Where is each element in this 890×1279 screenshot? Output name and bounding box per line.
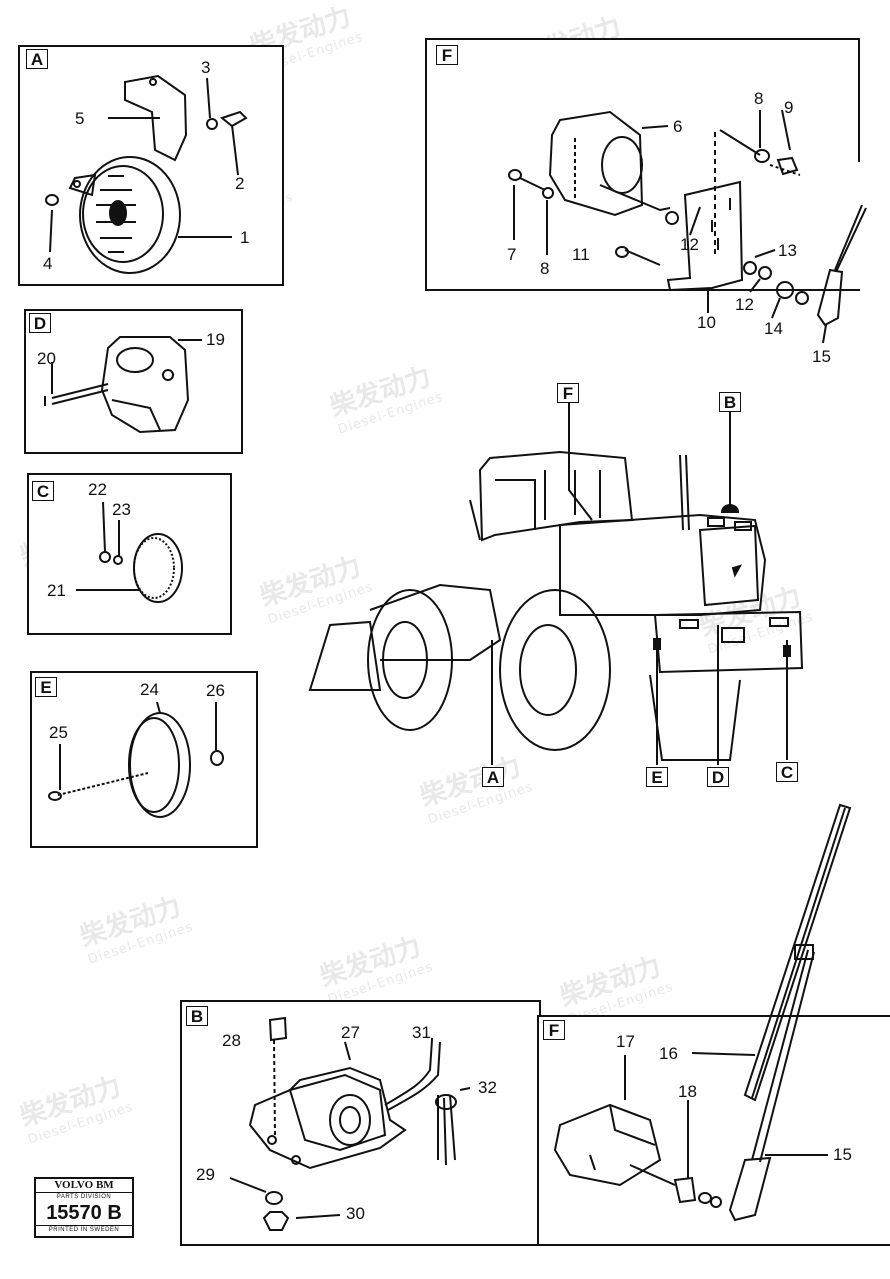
part-number-19: 19 [206,330,225,349]
part-number-10: 10 [697,313,716,332]
panel-a [18,45,284,286]
panel-f-bottom [537,1015,890,1246]
part-number-18: 18 [678,1082,697,1101]
part-number-27: 27 [341,1023,360,1042]
part-number-30: 30 [346,1204,365,1223]
part-number-16: 16 [659,1044,678,1063]
panel-a-tag: A [26,49,48,69]
panel-e-tag: E [35,677,57,697]
panel-f-top-edge [858,38,860,162]
panel-f-top-tag: F [436,45,458,65]
panel-b-tag: B [186,1006,208,1026]
machine-callout-f: F [557,383,579,403]
part-number-4: 4 [43,254,53,273]
part-number-15b: 15 [833,1145,852,1164]
part-number-14: 14 [764,319,783,338]
part-number-17: 17 [616,1032,635,1051]
part-number-5: 5 [75,109,85,128]
panel-c [27,473,232,635]
machine-callout-a: A [482,767,504,787]
machine-callout-d: D [707,767,729,787]
part-number-11: 11 [572,245,590,264]
machine-callout-e: E [646,767,668,787]
part-number-32: 32 [478,1078,497,1097]
part-number-28: 28 [222,1031,241,1050]
part-number-24: 24 [140,680,159,699]
part-number-3: 3 [201,58,211,77]
panel-f-bottom-tag: F [543,1020,565,1040]
part-number-25: 25 [49,723,68,742]
part-number-2: 2 [235,174,245,193]
logo-figure-number: 15570 B [46,1202,122,1224]
logo-printed: PRINTED IN SWEDEN [36,1225,132,1234]
logo-brand: VOLVO BM [36,1179,132,1193]
part-number-23: 23 [112,500,131,519]
part-number-8b: 8 [540,259,550,278]
part-number-26: 26 [206,681,225,700]
part-number-22: 22 [88,480,107,499]
part-number-13: 13 [778,241,797,260]
volvo-bm-logo: VOLVO BM PARTS DIVISION 15570 B PRINTED … [34,1177,134,1238]
part-number-8: 8 [754,89,764,108]
part-number-15: 15 [812,347,831,366]
part-number-6: 6 [673,117,683,136]
part-number-1: 1 [240,228,250,247]
panel-d-tag: D [29,313,51,333]
part-number-29: 29 [196,1165,215,1184]
logo-division: PARTS DIVISION [56,1194,112,1200]
machine-callout-b: B [719,392,741,412]
part-number-7: 7 [507,245,517,264]
part-number-21: 21 [47,581,66,600]
machine-callout-c: C [776,762,798,782]
part-number-12: 12 [680,235,699,254]
part-number-20: 20 [37,349,56,368]
panel-c-tag: C [32,481,54,501]
part-number-9: 9 [784,98,794,117]
part-number-31: 31 [412,1023,431,1042]
part-number-12b: 12 [735,295,754,314]
